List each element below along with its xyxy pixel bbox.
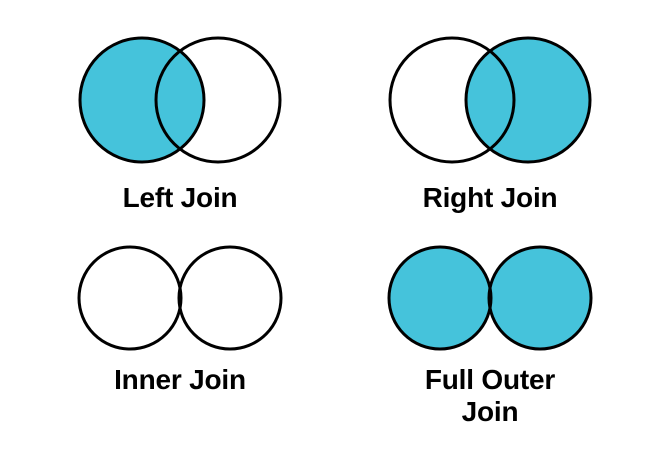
venn-inner-join bbox=[77, 245, 283, 351]
venn-left-join bbox=[78, 36, 282, 164]
right-circle-fill bbox=[179, 247, 281, 349]
intersection-region bbox=[466, 38, 514, 162]
panel-right-join: Right Join bbox=[330, 28, 650, 213]
right-circle-fill bbox=[489, 247, 591, 349]
left-circle-fill bbox=[79, 247, 181, 349]
right-circle-outline bbox=[177, 245, 283, 351]
panel-label-left-join: Left Join bbox=[122, 182, 238, 213]
venn-full-outer-join bbox=[387, 245, 593, 351]
panel-label-full-outer-join: Full Outer Join bbox=[424, 364, 556, 428]
panel-label-right-join: Right Join bbox=[422, 182, 558, 213]
venn-right-join bbox=[388, 36, 592, 164]
left-circle-outline bbox=[388, 36, 516, 164]
panel-full-outer-join: Full Outer Join bbox=[330, 238, 650, 428]
panel-inner-join: Inner Join bbox=[20, 238, 340, 395]
left-circle-outline bbox=[387, 245, 493, 351]
panel-left-join: Left Join bbox=[20, 28, 340, 213]
left-circle-outline bbox=[77, 245, 183, 351]
left-circle-outline bbox=[78, 36, 206, 164]
left-circle-fill bbox=[389, 247, 491, 349]
panel-label-inner-join: Inner Join bbox=[114, 364, 246, 395]
right-circle-outline bbox=[487, 245, 593, 351]
intersection-region bbox=[156, 38, 204, 162]
right-circle-outline bbox=[154, 36, 282, 164]
right-circle-outline bbox=[464, 36, 592, 164]
